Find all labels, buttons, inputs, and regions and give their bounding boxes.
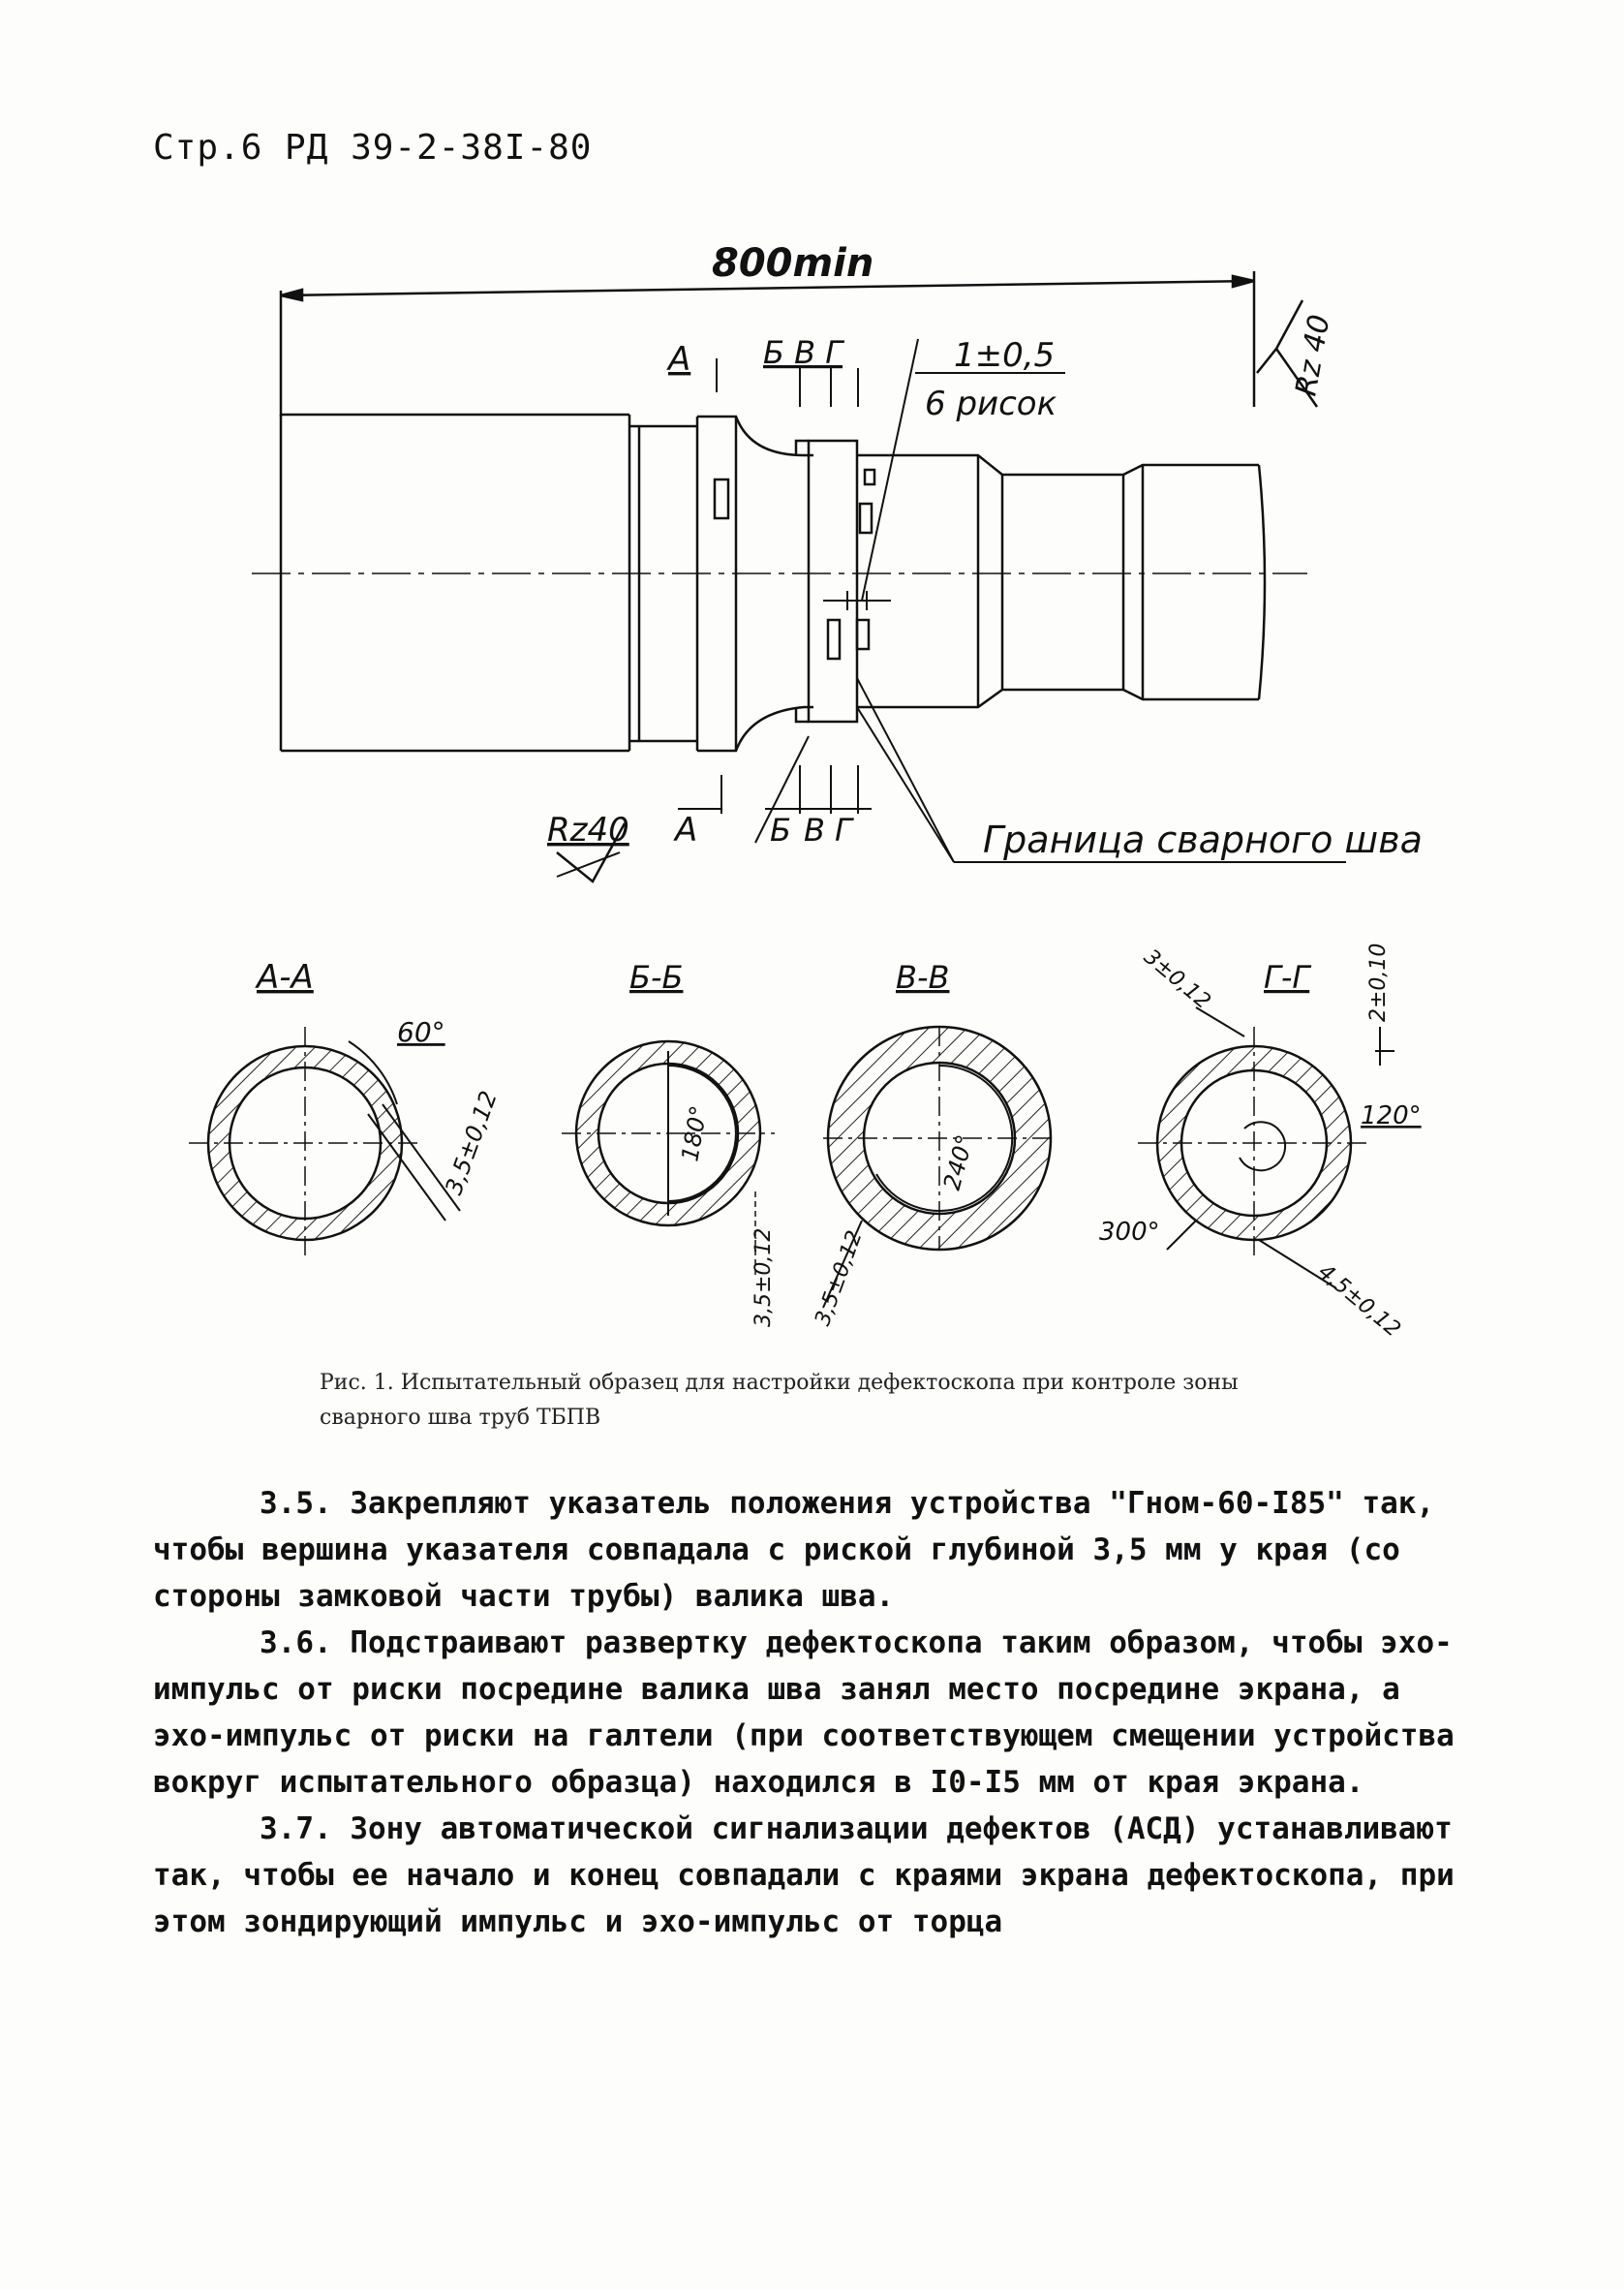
- figure-caption: Рис. 1. Испытательный образец для настро…: [320, 1371, 1239, 1430]
- roughness-top-symbol: [1256, 299, 1319, 408]
- body-text: 3.5. Закрепляют указатель положения устр…: [153, 1480, 1480, 1945]
- bottom-marker-a: А: [673, 811, 697, 850]
- section-g-title: Г-Г: [1264, 959, 1311, 996]
- top-marker-bvg: Б В Г: [763, 334, 844, 371]
- paragraph-3-7: 3.7. Зону автоматической сигнализации де…: [153, 1811, 1455, 1939]
- section-a-dim: 3,5±0,12: [440, 1087, 503, 1198]
- section-g: Г-Г 3±0,12 2±0,10 120° 300° 4,5±0,12: [1099, 943, 1422, 1337]
- figure-drawing: 800min Rz 40: [189, 241, 1423, 1337]
- roughness-bottom-label: Rz40: [547, 811, 629, 850]
- section-b-dim: 3,5±0,12: [751, 1228, 776, 1327]
- section-g-angle-top: 120°: [1361, 1101, 1422, 1130]
- section-a-title: А-А: [255, 958, 314, 997]
- bottom-marker-g: Г: [835, 812, 854, 849]
- section-a: А-А 60° 3,5±0,12: [189, 958, 503, 1259]
- overall-dimension: [279, 271, 1256, 417]
- bottom-marker-v: В: [804, 812, 825, 849]
- marks-count-label: 6 рисок: [925, 385, 1057, 423]
- section-v-title: В-В: [896, 959, 949, 996]
- section-g-angle-bottom: 300°: [1099, 1218, 1160, 1247]
- top-marker-a: А: [666, 340, 690, 379]
- section-g-dim-top: 3±0,12: [1139, 944, 1214, 1013]
- overall-dimension-label: 800min: [712, 241, 873, 286]
- section-v: В-В 240° 3,5±0,12: [811, 959, 1056, 1329]
- bottom-marker-b: Б: [770, 812, 791, 849]
- section-b-title: Б-Б: [629, 959, 683, 996]
- section-g-dim-right: 2±0,10: [1366, 943, 1391, 1022]
- paragraph-3-6: 3.6. Подстраивают развертку дефектоскопа…: [153, 1625, 1455, 1800]
- section-g-dim-bottom: 4,5±0,12: [1313, 1259, 1405, 1337]
- tolerance-label: 1±0,5: [954, 336, 1055, 375]
- page-header: Стр.6 РД 39-2-38I-80: [153, 128, 593, 168]
- pipe-body: [279, 413, 1267, 753]
- section-b: Б-Б 180° 3,5±0,12: [562, 959, 776, 1327]
- section-a-angle: 60°: [397, 1016, 445, 1048]
- weld-dimension-marks: [823, 591, 891, 610]
- paragraph-3-5: 3.5. Закрепляют указатель положения устр…: [153, 1486, 1435, 1614]
- weld-boundary-label: Граница сварного шва: [983, 819, 1423, 861]
- roughness-bottom-symbol: [556, 822, 627, 883]
- section-v-dim: 3,5±0,12: [811, 1227, 868, 1329]
- roughness-top-label: Rz 40: [1289, 312, 1336, 398]
